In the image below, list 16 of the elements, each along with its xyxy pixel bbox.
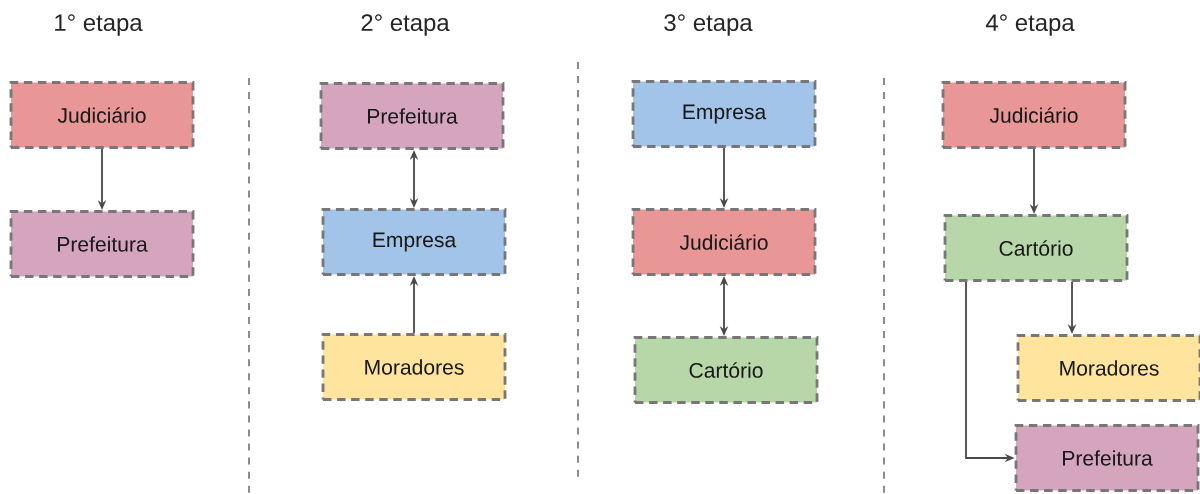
stage-title: 1° etapa [55, 14, 143, 36]
process-box: Judiciário [631, 208, 817, 276]
process-box: Empresa [321, 208, 507, 276]
stage-title: 4° etapa [985, 14, 1075, 36]
process-box: Judiciário [9, 81, 195, 149]
stage-title: 3° etapa [664, 14, 753, 36]
stage-title: 2° etapa [361, 14, 450, 36]
process-box: Prefeitura [319, 82, 505, 150]
process-box: Moradores [1016, 334, 1200, 402]
process-box: Prefeitura [9, 210, 195, 278]
process-box: Cartório [633, 336, 819, 404]
process-box: Cartório [943, 214, 1129, 282]
process-box: Empresa [631, 80, 817, 148]
process-box: Prefeitura [1014, 424, 1200, 492]
process-box: Moradores [321, 333, 507, 401]
process-box: Judiciário [941, 81, 1127, 149]
